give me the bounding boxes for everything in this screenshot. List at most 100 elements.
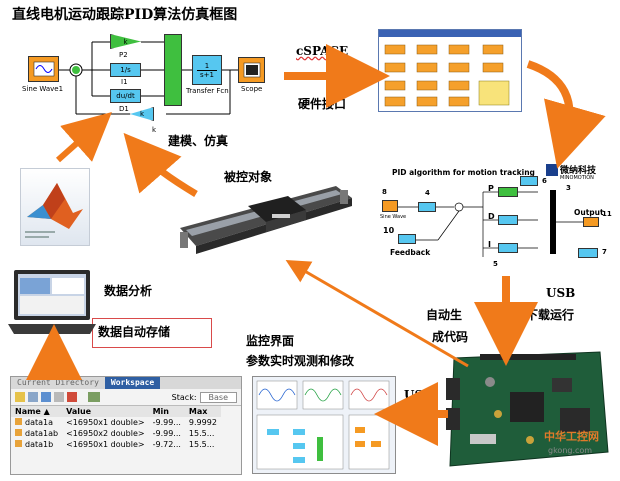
new-variable-icon[interactable] bbox=[15, 392, 25, 402]
pid-label-11: 11 bbox=[602, 210, 612, 218]
data-autosave-box bbox=[92, 318, 212, 348]
pid-sine-label: Sine Wave bbox=[380, 214, 407, 220]
row-name: data1b bbox=[25, 440, 54, 449]
workspace-table: Name ▲ Value Min Max data1a <16950x1 dou… bbox=[11, 406, 221, 450]
row-name: data1a bbox=[25, 418, 54, 427]
variable-icon bbox=[15, 429, 22, 436]
simulink-model: Sine Wave1 k P2 1/s I1 du/dt D1 1 s+1 Tr… bbox=[0, 22, 270, 142]
row-value: <16950x1 double> bbox=[66, 440, 145, 449]
brand-name: 微纳科技 bbox=[560, 166, 597, 176]
pid-i-label: I bbox=[488, 240, 491, 249]
stack-select[interactable]: Base bbox=[199, 391, 237, 403]
save-icon[interactable] bbox=[41, 392, 51, 402]
monitor-plots bbox=[256, 380, 390, 470]
col-min[interactable]: Min bbox=[152, 407, 169, 416]
monitor-label-1: 监控界面 bbox=[246, 334, 295, 348]
row-value: <16950x2 double> bbox=[66, 429, 145, 438]
data-analysis-label: 数据分析 bbox=[104, 284, 153, 298]
pid-p-block[interactable] bbox=[498, 187, 518, 197]
sum-junction bbox=[72, 66, 80, 74]
row-max: 9.9992 bbox=[188, 418, 217, 427]
tf-denominator: s+1 bbox=[197, 69, 217, 79]
controlled-object-label: 被控对象 bbox=[224, 170, 273, 184]
open-icon[interactable] bbox=[28, 392, 38, 402]
pid-label-4: 4 bbox=[425, 189, 430, 197]
scope-label: Scope bbox=[241, 85, 263, 93]
data-autosave-label: 数据自动存储 bbox=[98, 325, 171, 339]
workspace-panel: Current Directory Workspace Stack: Base … bbox=[10, 376, 242, 475]
watermark-line-1: 中华工控网 bbox=[544, 430, 599, 443]
table-row[interactable]: data1ab <16950x2 double> -9.99... 15.5..… bbox=[11, 428, 221, 439]
workspace-toolbar: Stack: Base bbox=[11, 389, 241, 406]
pid-label-10: 10 bbox=[383, 226, 395, 235]
scope-block[interactable] bbox=[238, 57, 265, 83]
pid-sine-block[interactable] bbox=[382, 200, 398, 212]
transfer-fcn-label: Transfer Fcn bbox=[186, 87, 229, 95]
pid-i-block[interactable] bbox=[498, 243, 518, 253]
pid-d-label: D bbox=[488, 212, 495, 221]
row-max: 15.5... bbox=[188, 429, 215, 438]
tab-current-directory[interactable]: Current Directory bbox=[17, 378, 99, 387]
transfer-fcn-block[interactable]: 1 s+1 bbox=[192, 55, 222, 85]
tf-numerator: 1 bbox=[204, 61, 210, 70]
usb-download-label-1: USB bbox=[546, 286, 576, 300]
table-row[interactable]: data1b <16950x1 double> -9.72... 15.5... bbox=[11, 439, 221, 450]
sine-wave-icon bbox=[33, 61, 54, 77]
auto-codegen-label-2: 成代码 bbox=[432, 330, 469, 344]
dspace-window[interactable] bbox=[378, 29, 522, 112]
dspace-label: cSPACE bbox=[296, 44, 349, 58]
table-row[interactable]: data1a <16950x1 double> -9.99... 9.9992 bbox=[11, 417, 221, 428]
usb-left-label: USB bbox=[404, 388, 434, 402]
pid-algorithm-diagram: PID algorithm for motion tracking 微纳科技 M… bbox=[378, 162, 616, 272]
row-min: -9.99... bbox=[152, 429, 181, 438]
pid-encoder-block[interactable] bbox=[398, 234, 416, 244]
modeling-sim-label: 建模、仿真 bbox=[168, 134, 229, 148]
workspace-header-row: Name ▲ Value Min Max bbox=[11, 406, 221, 417]
sine-wave-label: Sine Wave1 bbox=[22, 85, 64, 93]
monitor-interface[interactable] bbox=[252, 376, 396, 474]
row-value: <16950x1 double> bbox=[66, 418, 145, 427]
col-name[interactable]: Name ▲ bbox=[15, 407, 50, 416]
variable-icon bbox=[15, 440, 22, 447]
feedback-gain-label: k bbox=[152, 126, 157, 134]
simulink-wires bbox=[59, 41, 238, 115]
linear-motor-icon bbox=[180, 186, 352, 254]
pid-label-7: 7 bbox=[602, 248, 607, 256]
pid-block-7[interactable] bbox=[578, 248, 598, 258]
col-value[interactable]: Value bbox=[66, 407, 92, 416]
pid-output-label: Output bbox=[574, 208, 604, 217]
pid-label-6: 6 bbox=[542, 177, 547, 185]
sine-wave-block[interactable] bbox=[28, 56, 59, 82]
pid-output-block[interactable] bbox=[583, 217, 599, 227]
plot-icon[interactable] bbox=[88, 392, 100, 402]
pid-diagram-title: PID algorithm for motion tracking bbox=[392, 168, 535, 177]
row-min: -9.99... bbox=[152, 418, 181, 427]
tab-workspace[interactable]: Workspace bbox=[104, 377, 161, 389]
pid-label-5: 5 bbox=[493, 260, 498, 268]
linear-motor-stage bbox=[176, 176, 356, 264]
derivative-block[interactable]: du/dt bbox=[110, 89, 141, 103]
pid-block-4[interactable] bbox=[418, 202, 436, 212]
p-gain-label: P2 bbox=[119, 51, 128, 59]
dspace-titlebar bbox=[379, 30, 521, 37]
pid-block-6[interactable] bbox=[520, 176, 538, 186]
mux-block[interactable] bbox=[164, 34, 182, 106]
pid-label-8: 8 bbox=[382, 188, 387, 196]
monitor-label-2: 参数实时观测和修改 bbox=[246, 354, 355, 368]
auto-codegen-label-1: 自动生 bbox=[426, 308, 463, 322]
row-max: 15.5... bbox=[188, 440, 215, 449]
dspace-blocks bbox=[384, 44, 510, 107]
matlab-logo-panel bbox=[20, 168, 90, 246]
integrator-block[interactable]: 1/s bbox=[110, 63, 141, 77]
pid-p-label: P bbox=[488, 184, 494, 193]
watermark-line-2: gkong.com bbox=[548, 446, 593, 455]
col-max[interactable]: Max bbox=[188, 407, 208, 416]
pid-mux bbox=[550, 190, 556, 254]
print-icon[interactable] bbox=[54, 392, 64, 402]
row-name: data1ab bbox=[25, 429, 59, 438]
pid-d-block[interactable] bbox=[498, 215, 518, 225]
usb-download-label-2: 下载运行 bbox=[526, 308, 575, 322]
hardware-interface-label: 硬件接口 bbox=[298, 97, 347, 111]
derivative-label: D1 bbox=[119, 105, 129, 113]
delete-icon[interactable] bbox=[67, 392, 77, 402]
